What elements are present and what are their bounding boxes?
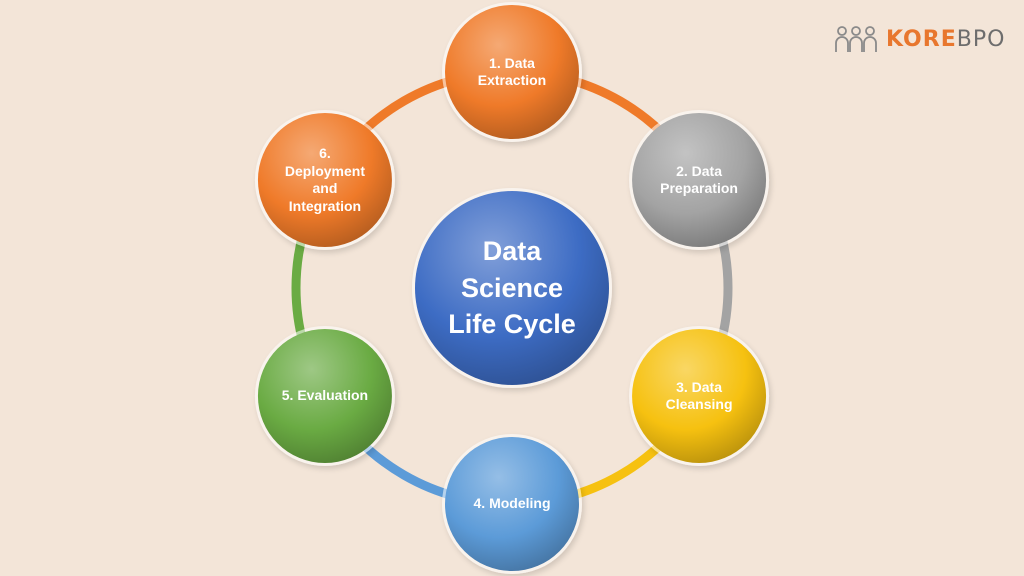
- stage-label-6: 6. Deployment and Integration: [284, 145, 365, 214]
- logo-bpo-text: BPO: [956, 26, 1006, 52]
- stage-label-1: 1. Data Extraction: [477, 54, 547, 89]
- center-title: Data Science Life Cycle: [448, 236, 576, 340]
- stage-node-3: [632, 329, 767, 463]
- stage-label-2: 2. Data Preparation: [660, 162, 738, 197]
- stage-node-1: [445, 5, 579, 139]
- logo-wordmark: KOREBPO: [886, 27, 1005, 52]
- stage-label-5: 5. Evaluation: [281, 387, 369, 404]
- people-group-icon: [835, 26, 877, 52]
- stage-node-2: [632, 113, 767, 247]
- stage-node-5: [257, 329, 392, 463]
- stage-node-6: [257, 113, 392, 247]
- center-node: [415, 191, 609, 385]
- korebpo-logo: KOREBPO: [834, 22, 1005, 56]
- logo-kore-text: KORE: [886, 26, 957, 52]
- stage-label-4: 4. Modeling: [473, 495, 551, 512]
- stage-label-3: 3. Data Cleansing: [665, 378, 733, 413]
- stage-node-4: [445, 437, 579, 571]
